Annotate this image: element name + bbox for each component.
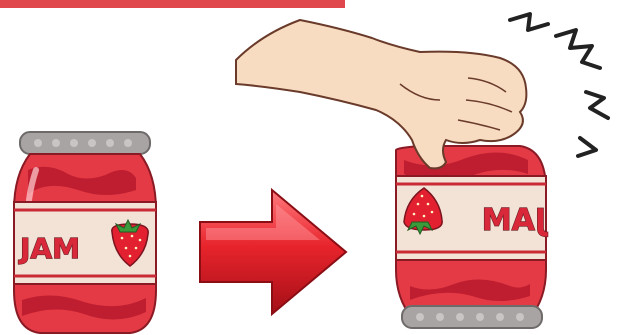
arrow-right-icon <box>200 190 346 314</box>
jar-label-text-mirrored: JAM <box>482 203 548 238</box>
jam-jar-upside-down: JAM <box>396 146 548 328</box>
jar-label-text: JAM <box>18 232 80 265</box>
jam-jar-upright: JAM <box>14 132 156 333</box>
